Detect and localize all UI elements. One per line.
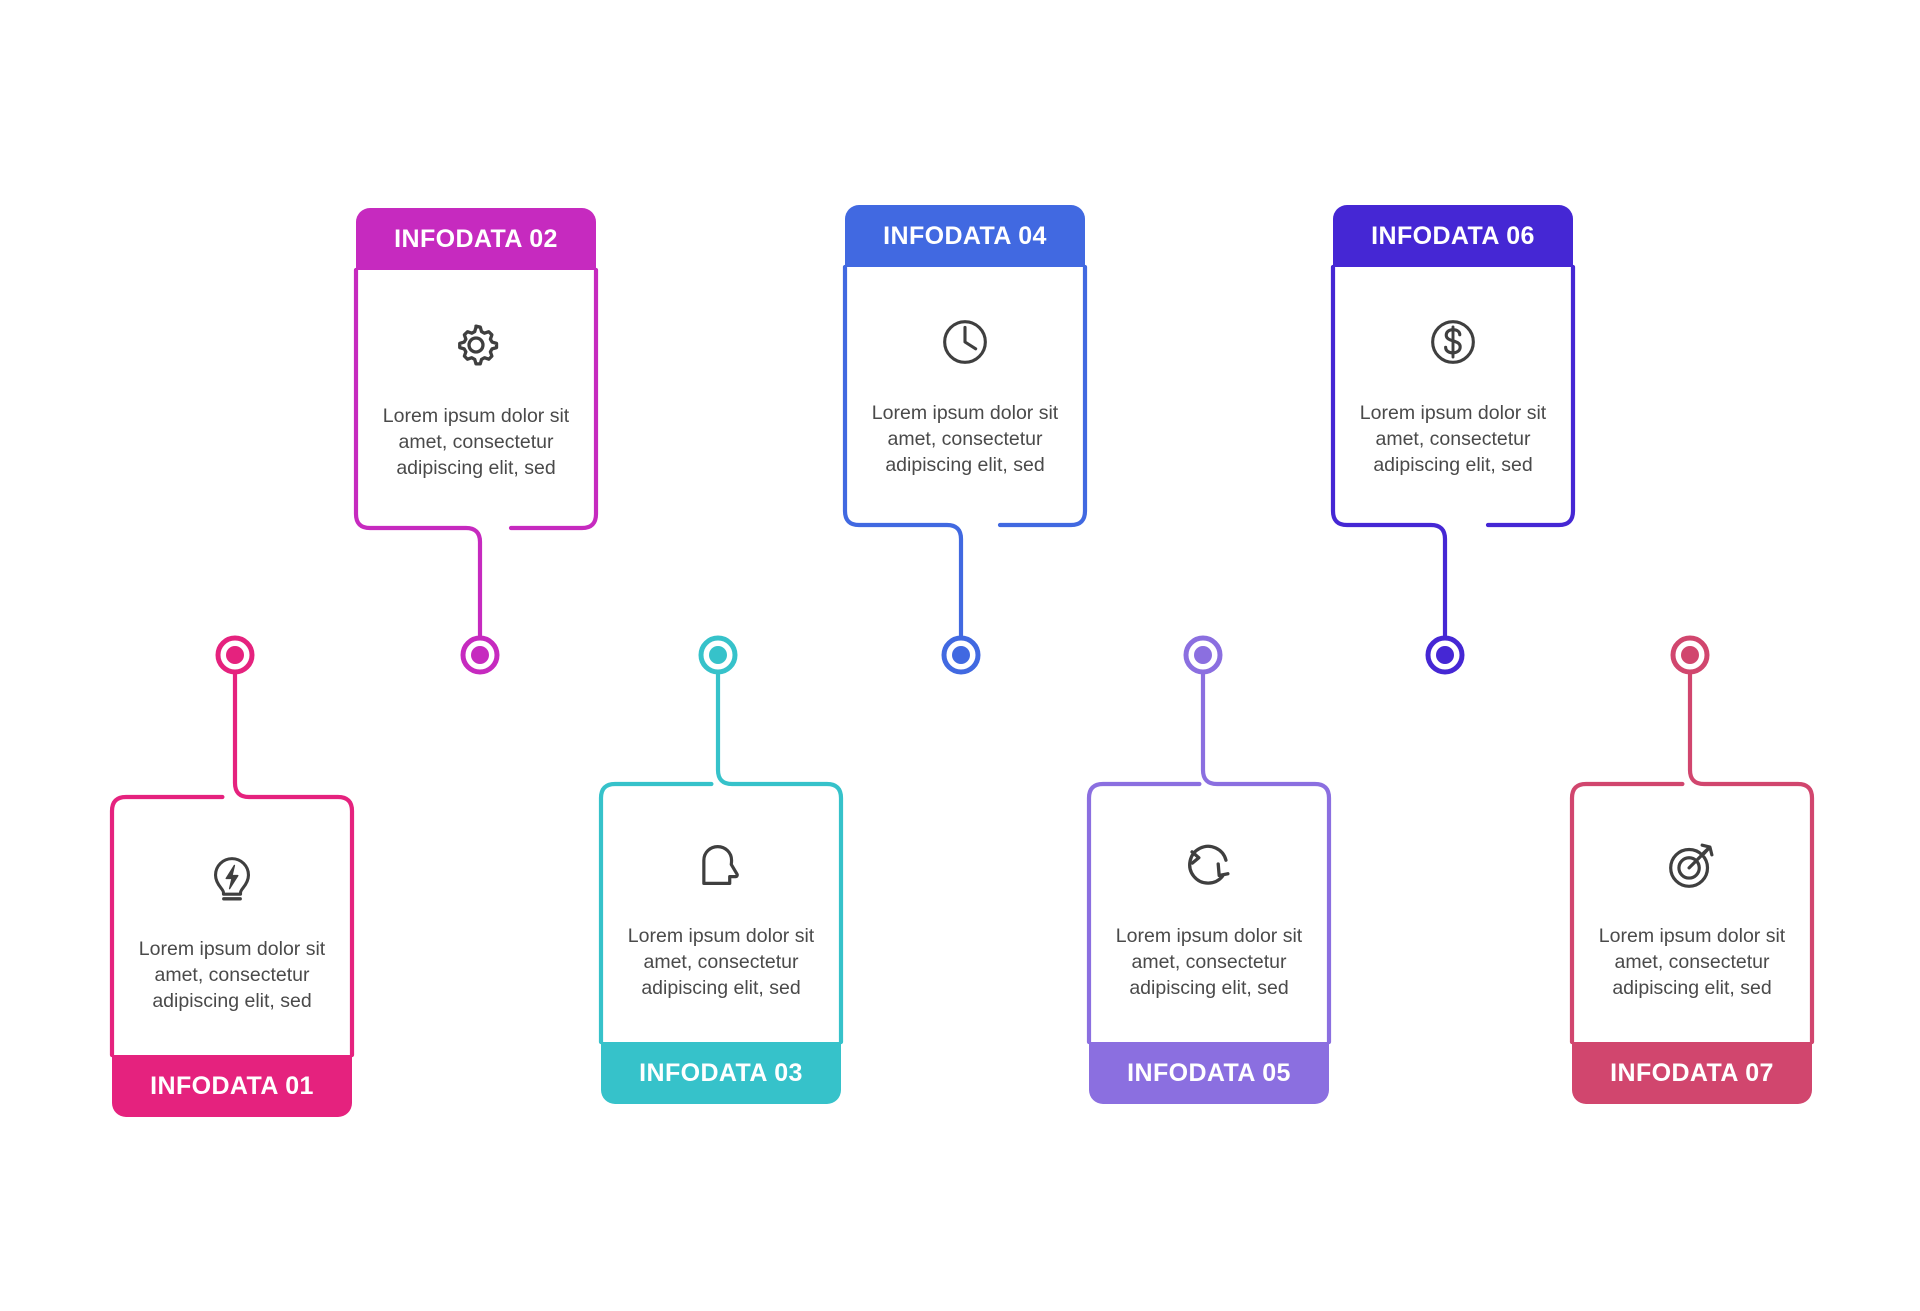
step-label-bar-01[interactable]: INFODATA 01 [112,1055,352,1117]
node-dot-01 [226,646,244,664]
step-card-body-04: Lorem ipsum dolor sit amet, consectetur … [845,267,1085,525]
node-dot-03 [709,646,727,664]
clock-icon [943,320,987,364]
node-ring-06 [1425,635,1465,675]
node-ring-04 [941,635,981,675]
step-label-bar-03[interactable]: INFODATA 03 [601,1042,841,1104]
step-card-body-02: Lorem ipsum dolor sit amet, consectetur … [356,270,596,528]
timeline-node-07[interactable] [1670,635,1710,675]
node-dot-04 [952,646,970,664]
node-dot-02 [471,646,489,664]
step-label-bar-07[interactable]: INFODATA 07 [1572,1042,1812,1104]
step-card-body-03: Lorem ipsum dolor sit amet, consectetur … [601,784,841,1042]
node-ring-05 [1183,635,1223,675]
refresh-cycle-icon [1188,844,1230,885]
node-ring-03 [698,635,738,675]
node-dot-05 [1194,646,1212,664]
step-description-05: Lorem ipsum dolor sit amet, consectetur … [1115,925,1303,999]
dollar-circle-icon [1431,320,1475,364]
step-description-02: Lorem ipsum dolor sit amet, consectetur … [382,405,570,479]
step-description-04: Lorem ipsum dolor sit amet, consectetur … [871,402,1059,476]
node-dot-06 [1436,646,1454,664]
step-card-body-06: Lorem ipsum dolor sit amet, consectetur … [1333,267,1573,525]
node-ring-07 [1670,635,1710,675]
step-card-body-05: Lorem ipsum dolor sit amet, consectetur … [1089,784,1329,1042]
step-label-bar-02[interactable]: INFODATA 02 [356,208,596,270]
step-description-06: Lorem ipsum dolor sit amet, consectetur … [1359,402,1547,476]
target-arrow-icon [1669,843,1714,888]
timeline-node-02[interactable] [460,635,500,675]
step-label-bar-05[interactable]: INFODATA 05 [1089,1042,1329,1104]
bulb-bolt-icon [213,857,251,901]
gear-icon [458,324,499,366]
timeline-node-04[interactable] [941,635,981,675]
node-ring-01 [215,635,255,675]
step-label-bar-04[interactable]: INFODATA 04 [845,205,1085,267]
step-description-01: Lorem ipsum dolor sit amet, consectetur … [138,938,326,1012]
timeline-node-05[interactable] [1183,635,1223,675]
timeline-node-06[interactable] [1425,635,1465,675]
step-label-bar-06[interactable]: INFODATA 06 [1333,205,1573,267]
step-description-03: Lorem ipsum dolor sit amet, consectetur … [627,925,815,999]
timeline-node-03[interactable] [698,635,738,675]
step-card-body-01: Lorem ipsum dolor sit amet, consectetur … [112,797,352,1055]
timeline-node-01[interactable] [215,635,255,675]
node-dot-07 [1681,646,1699,664]
step-description-07: Lorem ipsum dolor sit amet, consectetur … [1598,925,1786,999]
node-ring-02 [460,635,500,675]
step-card-body-07: Lorem ipsum dolor sit amet, consectetur … [1572,784,1812,1042]
head-profile-icon [702,844,739,886]
